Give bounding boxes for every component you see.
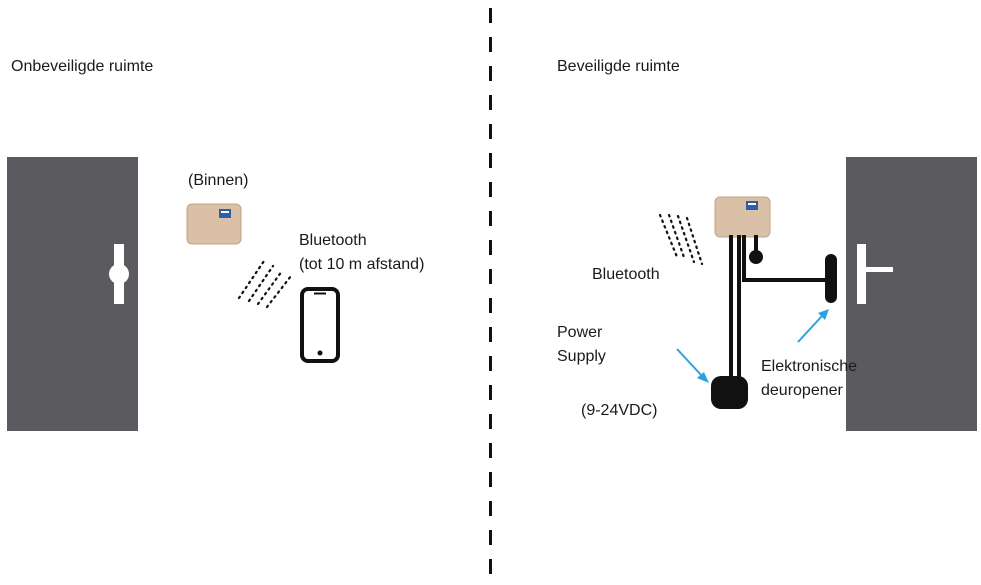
- smartphone-icon: [300, 287, 340, 363]
- door-opener-label-line2: deuropener: [761, 382, 843, 399]
- right-bluetooth-waves-icon: [658, 213, 704, 266]
- left-lock-device: [186, 203, 242, 245]
- left-door-handle: [109, 244, 129, 304]
- left-bluetooth-label: Bluetooth: [299, 232, 367, 249]
- power-supply-icon: [711, 376, 748, 409]
- left-bluetooth-waves-icon: [237, 259, 293, 309]
- unsecured-zone-title: Onbeveiligde ruimte: [11, 58, 154, 75]
- cable-connector: [749, 250, 763, 264]
- right-bluetooth-label: Bluetooth: [592, 266, 660, 283]
- right-door: [846, 157, 977, 431]
- power-supply-label-line1: Power: [557, 324, 603, 341]
- range-label: (tot 10 m afstand): [299, 256, 425, 273]
- door-opener-label-line1: Elektronische: [761, 358, 858, 375]
- voltage-label: (9-24VDC): [581, 402, 658, 419]
- right-door-handle: [857, 244, 893, 304]
- wiring: [729, 235, 833, 384]
- binnen-label: (Binnen): [188, 172, 249, 189]
- door-strike: [825, 254, 837, 303]
- opener-arrow-icon: [797, 309, 829, 343]
- power-arrow-icon: [676, 348, 709, 383]
- secured-zone-title: Beveiligde ruimte: [557, 58, 680, 75]
- right-lock-device: [714, 196, 771, 238]
- power-supply-label-line2: Supply: [557, 348, 606, 365]
